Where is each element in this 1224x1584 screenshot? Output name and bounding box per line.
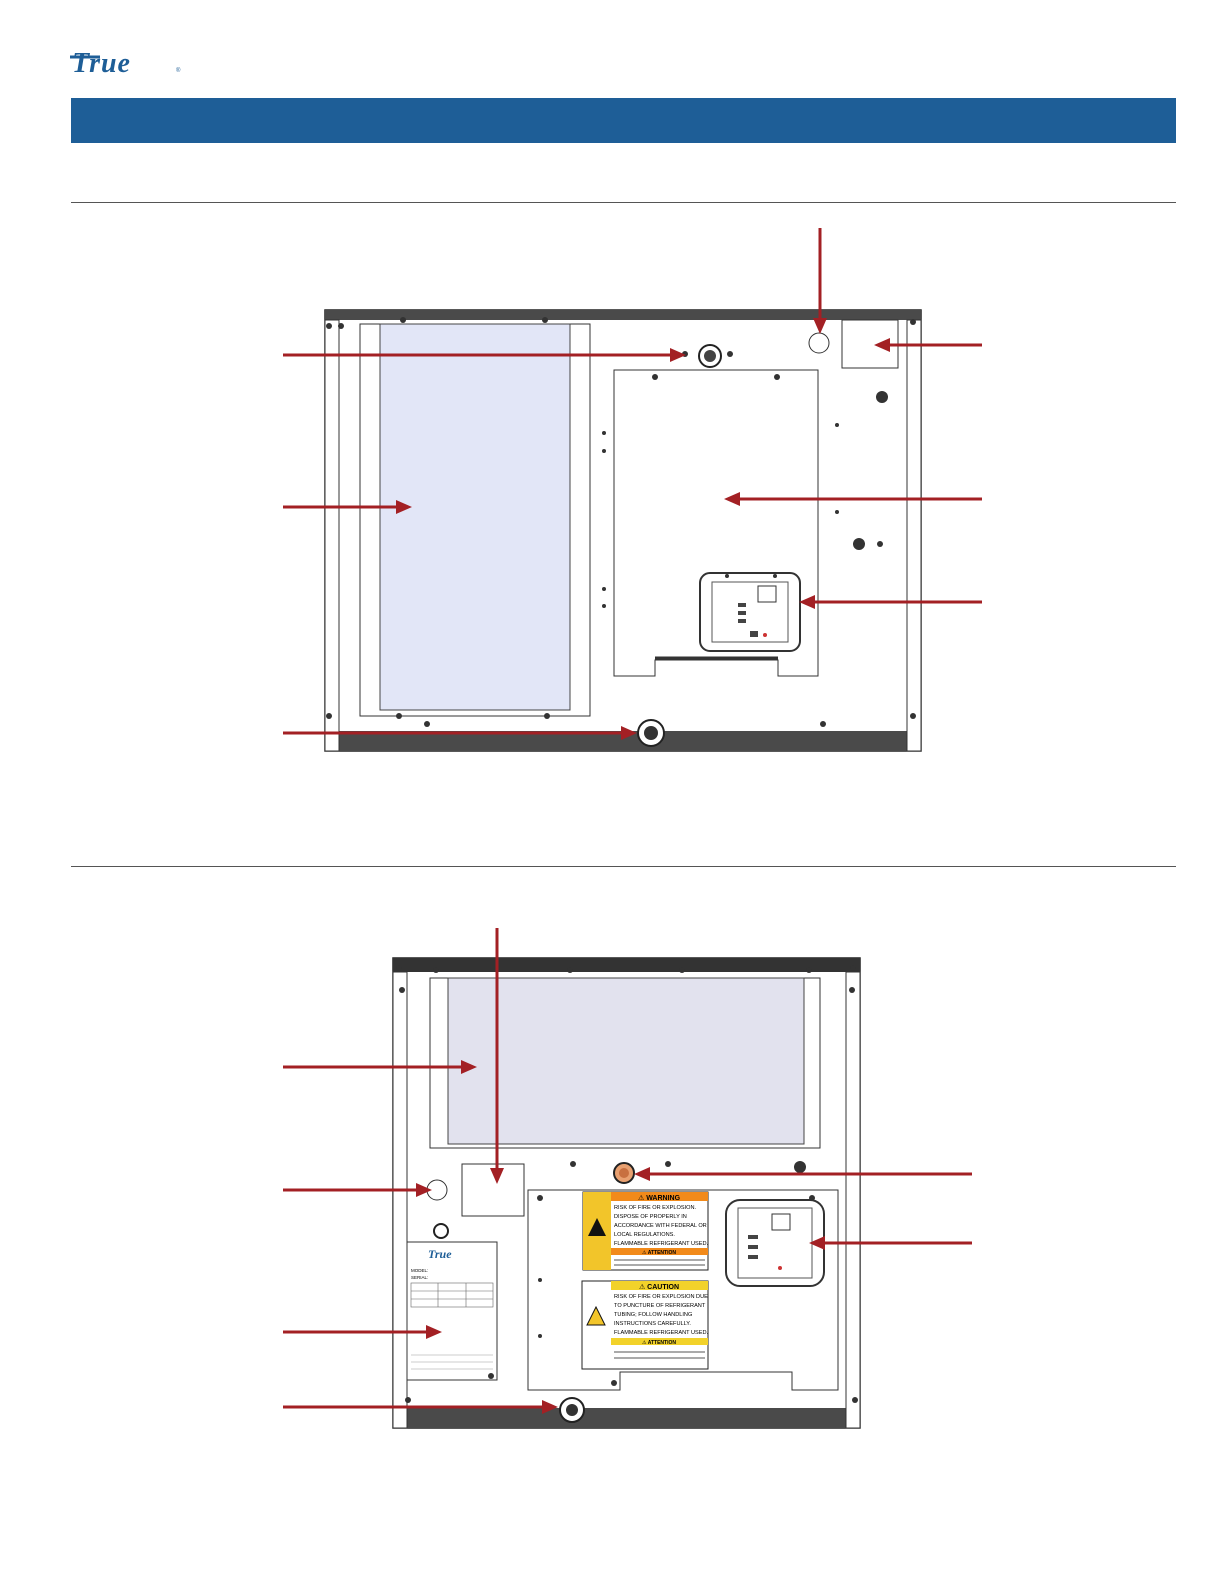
section-header-bar — [71, 98, 1176, 143]
plate-logo: True — [428, 1247, 452, 1261]
bottom-rail-2 — [406, 1408, 846, 1428]
svg-text:⚠ ATTENTION: ⚠ ATTENTION — [642, 1250, 676, 1256]
top-rail — [325, 310, 921, 320]
svg-text:⚠ ATTENTION: ⚠ ATTENTION — [642, 1340, 676, 1346]
svg-text:FLAMMABLE REFRIGERANT USED.: FLAMMABLE REFRIGERANT USED. — [614, 1241, 709, 1247]
svg-text:RISK OF FIRE OR EXPLOSION DUE: RISK OF FIRE OR EXPLOSION DUE — [614, 1294, 708, 1300]
svg-text:INSTRUCTIONS CAREFULLY.: INSTRUCTIONS CAREFULLY. — [614, 1321, 691, 1327]
warning-header: ⚠ WARNING — [638, 1194, 681, 1202]
divider-top — [71, 202, 1176, 203]
knockout-hole — [808, 332, 830, 354]
callout-arrows-2 — [283, 928, 972, 1414]
svg-text:MODEL:: MODEL: — [411, 1268, 428, 1273]
figure-unit-back-view-1 — [0, 220, 1224, 780]
top-rail-2 — [393, 958, 860, 972]
svg-text:ACCORDANCE WITH FEDERAL OR: ACCORDANCE WITH FEDERAL OR — [614, 1223, 707, 1229]
air-filter — [379, 323, 571, 711]
caution-label: ⚠ CAUTION RISK OF FIRE OR EXPLOSION DUE … — [581, 1280, 709, 1370]
callout-arrows — [283, 228, 982, 740]
svg-text:SERIAL:: SERIAL: — [411, 1275, 428, 1280]
electrical-box-2 — [461, 1163, 525, 1217]
registered-mark: ® — [176, 67, 181, 74]
svg-text:TUBING; FOLLOW HANDLING: TUBING; FOLLOW HANDLING — [614, 1312, 692, 1318]
true-logo: True ® — [70, 48, 181, 78]
controller-display — [757, 585, 777, 603]
serial-data-plate: True MODEL: SERIAL: — [406, 1241, 498, 1381]
air-filter-2 — [447, 977, 805, 1145]
svg-text:DISPOSE OF PROPERLY IN: DISPOSE OF PROPERLY IN — [614, 1214, 687, 1220]
bottom-rail — [338, 731, 921, 751]
figure-1-drawing — [283, 228, 982, 752]
right-side-edge — [906, 319, 922, 752]
panel-screws-2 — [396, 965, 858, 1403]
caution-header: ⚠ CAUTION — [639, 1283, 679, 1291]
figure-2-drawing: ⚠ WARNING RISK OF FIRE OR EXPLOSION. DIS… — [283, 928, 972, 1429]
warning-label: ⚠ WARNING RISK OF FIRE OR EXPLOSION. DIS… — [582, 1191, 709, 1271]
svg-text:LOCAL REGULATIONS.: LOCAL REGULATIONS. — [614, 1232, 675, 1238]
logo-text: True — [72, 48, 131, 78]
divider-middle — [71, 866, 1176, 867]
svg-text:FLAMMABLE REFRIGERANT USED.: FLAMMABLE REFRIGERANT USED. — [614, 1330, 709, 1336]
svg-text:TO PUNCTURE OF REFRIGERANT: TO PUNCTURE OF REFRIGERANT — [614, 1303, 706, 1309]
svg-text:RISK OF FIRE OR EXPLOSION.: RISK OF FIRE OR EXPLOSION. — [614, 1205, 697, 1211]
panel-screws — [326, 317, 916, 727]
left-side-edge — [324, 319, 340, 752]
figure-unit-back-view-2: ⚠ WARNING RISK OF FIRE OR EXPLOSION. DIS… — [0, 920, 1224, 1440]
